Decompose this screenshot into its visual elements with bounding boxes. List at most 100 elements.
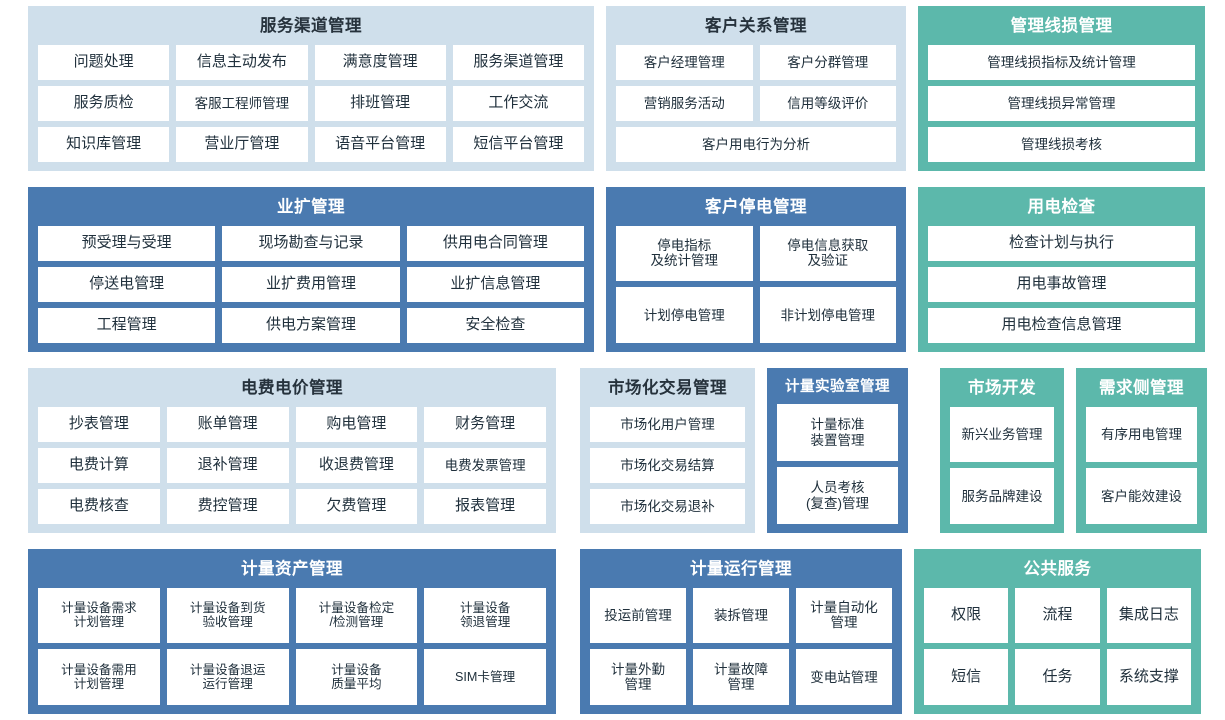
cell-item[interactable]: 电费计算: [38, 447, 160, 483]
diagram-row-4: 计量资产管理 计量设备需求 计划管理 计量设备到货 验收管理 计量设备检定 /检…: [28, 549, 1203, 714]
cell-item[interactable]: 市场化交易结算: [590, 447, 745, 483]
panel-title-metering-asset: 计量资产管理: [241, 560, 343, 578]
cell-row: 营销服务活动 信用等级评价: [616, 85, 896, 121]
cell-item[interactable]: 任务: [1015, 649, 1100, 705]
cell-item[interactable]: 变电站管理: [796, 649, 892, 705]
cell-item[interactable]: 工作交流: [452, 85, 584, 121]
panel-service-channel[interactable]: 服务渠道管理 问题处理 信息主动发布 满意度管理 服务渠道管理 服务质检 客服工…: [28, 6, 594, 171]
cell-item[interactable]: 购电管理: [295, 406, 418, 442]
cell-item[interactable]: 系统支撑: [1106, 649, 1191, 705]
panel-metering-operation[interactable]: 计量运行管理 投运前管理 装拆管理 计量自动化 管理 计量外勤 管理 计量故障 …: [580, 549, 902, 714]
cell-item[interactable]: 用电事故管理: [928, 266, 1195, 302]
cell-item[interactable]: 计量外勤 管理: [590, 649, 686, 705]
panel-metering-asset[interactable]: 计量资产管理 计量设备需求 计划管理 计量设备到货 验收管理 计量设备检定 /检…: [28, 549, 556, 714]
panel-metering-lab[interactable]: 计量实验室管理 计量标准 装置管理 人员考核 (复查)管理: [767, 368, 908, 533]
cell-item[interactable]: 集成日志: [1106, 587, 1191, 644]
cell-item[interactable]: 信息主动发布: [176, 44, 308, 80]
cell-item[interactable]: 满意度管理: [314, 44, 446, 80]
cell-item[interactable]: 管理线损指标及统计管理: [928, 44, 1195, 80]
panel-power-inspection[interactable]: 用电检查 检查计划与执行 用电事故管理 用电检查信息管理: [918, 187, 1205, 352]
cell-item[interactable]: 计划停电管理: [616, 287, 753, 343]
cell-item[interactable]: 计量设备 质量平均: [295, 649, 418, 705]
cell-item[interactable]: 非计划停电管理: [759, 287, 896, 343]
cells-business-expansion: 预受理与受理 现场勘查与记录 供用电合同管理 停送电管理 业扩费用管理 业扩信息…: [38, 225, 584, 343]
cell-item[interactable]: 营销服务活动: [616, 85, 753, 121]
cell-item[interactable]: 客户分群管理: [759, 44, 896, 80]
cell-item[interactable]: 电费核查: [38, 488, 160, 524]
cell-item[interactable]: 装拆管理: [693, 587, 789, 644]
cell-item[interactable]: 语音平台管理: [314, 126, 446, 162]
cell-item[interactable]: 客服工程师管理: [176, 85, 308, 121]
cell-item[interactable]: 停送电管理: [38, 266, 216, 302]
panel-line-loss[interactable]: 管理线损管理 管理线损指标及统计管理 管理线损异常管理 管理线损考核: [918, 6, 1205, 171]
cell-item[interactable]: 管理线损异常管理: [928, 85, 1195, 121]
panel-customer-relation[interactable]: 客户关系管理 客户经理管理 客户分群管理 营销服务活动 信用等级评价 客户用电行…: [606, 6, 906, 171]
cell-item[interactable]: 电费发票管理: [424, 447, 546, 483]
cell-item[interactable]: 工程管理: [38, 307, 216, 343]
cell-item[interactable]: 信用等级评价: [759, 85, 896, 121]
cell-item[interactable]: 客户能效建设: [1086, 468, 1197, 524]
cell-item[interactable]: 计量设备 领退管理: [424, 587, 546, 644]
cell-item[interactable]: 营业厅管理: [176, 126, 308, 162]
cell-item[interactable]: 投运前管理: [590, 587, 686, 644]
diagram-row-3: 电费电价管理 抄表管理 账单管理 购电管理 财务管理 电费计算 退补管理 收退费…: [28, 368, 1207, 533]
cell-item[interactable]: 计量设备需用 计划管理: [38, 649, 160, 705]
cell-item[interactable]: 有序用电管理: [1086, 406, 1197, 463]
cell-row: 知识库管理 营业厅管理 语音平台管理 短信平台管理: [38, 126, 584, 162]
panel-market-trade[interactable]: 市场化交易管理 市场化用户管理 市场化交易结算 市场化交易退补: [580, 368, 755, 533]
panel-electricity-fee[interactable]: 电费电价管理 抄表管理 账单管理 购电管理 财务管理 电费计算 退补管理 收退费…: [28, 368, 556, 533]
cell-item[interactable]: 财务管理: [424, 406, 546, 442]
panel-demand-side[interactable]: 需求侧管理 有序用电管理 客户能效建设: [1076, 368, 1207, 533]
cell-item[interactable]: 预受理与受理: [38, 225, 216, 261]
cell-item[interactable]: 服务渠道管理: [452, 44, 584, 80]
cell-item[interactable]: 收退费管理: [295, 447, 418, 483]
cell-item[interactable]: 停电信息获取 及验证: [759, 225, 896, 282]
cell-item[interactable]: 短信: [924, 649, 1009, 705]
cell-item[interactable]: 服务质检: [38, 85, 170, 121]
cell-item[interactable]: 问题处理: [38, 44, 170, 80]
cell-item[interactable]: 人员考核 (复查)管理: [777, 467, 898, 524]
cell-item[interactable]: 流程: [1015, 587, 1100, 644]
cell-item[interactable]: 供用电合同管理: [406, 225, 584, 261]
cell-item[interactable]: 停电指标 及统计管理: [616, 225, 753, 282]
cell-item[interactable]: 安全检查: [406, 307, 584, 343]
panel-business-expansion[interactable]: 业扩管理 预受理与受理 现场勘查与记录 供用电合同管理 停送电管理 业扩费用管理…: [28, 187, 594, 352]
cell-item[interactable]: 计量设备检定 /检测管理: [295, 587, 418, 644]
cell-item[interactable]: 计量标准 装置管理: [777, 404, 898, 462]
cell-item[interactable]: 业扩费用管理: [222, 266, 400, 302]
cell-item[interactable]: 欠费管理: [295, 488, 418, 524]
cell-item[interactable]: 新兴业务管理: [950, 406, 1054, 463]
cell-item[interactable]: 客户用电行为分析: [616, 126, 896, 162]
cell-item[interactable]: 抄表管理: [38, 406, 160, 442]
cell-item[interactable]: 管理线损考核: [928, 126, 1195, 162]
cell-item[interactable]: 计量故障 管理: [693, 649, 789, 705]
cell-item[interactable]: 报表管理: [424, 488, 546, 524]
cell-item[interactable]: SIM卡管理: [424, 649, 546, 705]
cell-item[interactable]: 退补管理: [166, 447, 289, 483]
cell-item[interactable]: 计量自动化 管理: [796, 587, 892, 644]
cell-item[interactable]: 短信平台管理: [452, 126, 584, 162]
cell-item[interactable]: 市场化用户管理: [590, 406, 745, 442]
cell-item[interactable]: 排班管理: [314, 85, 446, 121]
cell-item[interactable]: 计量设备到货 验收管理: [166, 587, 289, 644]
cell-item[interactable]: 服务品牌建设: [950, 468, 1054, 524]
cell-item[interactable]: 费控管理: [166, 488, 289, 524]
panel-title-service-channel: 服务渠道管理: [260, 17, 362, 35]
panel-customer-outage[interactable]: 客户停电管理 停电指标 及统计管理 停电信息获取 及验证 计划停电管理 非计划停…: [606, 187, 906, 352]
cell-item[interactable]: 权限: [924, 587, 1009, 644]
panel-public-service[interactable]: 公共服务 权限 流程 集成日志 短信 任务 系统支撑: [914, 549, 1201, 714]
cells-metering-asset: 计量设备需求 计划管理 计量设备到货 验收管理 计量设备检定 /检测管理 计量设…: [38, 587, 546, 705]
cell-row: 市场化交易结算: [590, 447, 745, 483]
cell-item[interactable]: 账单管理: [166, 406, 289, 442]
cell-item[interactable]: 检查计划与执行: [928, 225, 1195, 261]
cell-item[interactable]: 现场勘查与记录: [222, 225, 400, 261]
cell-item[interactable]: 市场化交易退补: [590, 488, 745, 524]
cell-item[interactable]: 供电方案管理: [222, 307, 400, 343]
cell-item[interactable]: 计量设备退运 运行管理: [166, 649, 289, 705]
cell-item[interactable]: 用电检查信息管理: [928, 307, 1195, 343]
cell-item[interactable]: 知识库管理: [38, 126, 170, 162]
cell-item[interactable]: 计量设备需求 计划管理: [38, 587, 160, 644]
panel-market-development[interactable]: 市场开发 新兴业务管理 服务品牌建设: [940, 368, 1064, 533]
cell-item[interactable]: 客户经理管理: [616, 44, 753, 80]
cell-item[interactable]: 业扩信息管理: [406, 266, 584, 302]
